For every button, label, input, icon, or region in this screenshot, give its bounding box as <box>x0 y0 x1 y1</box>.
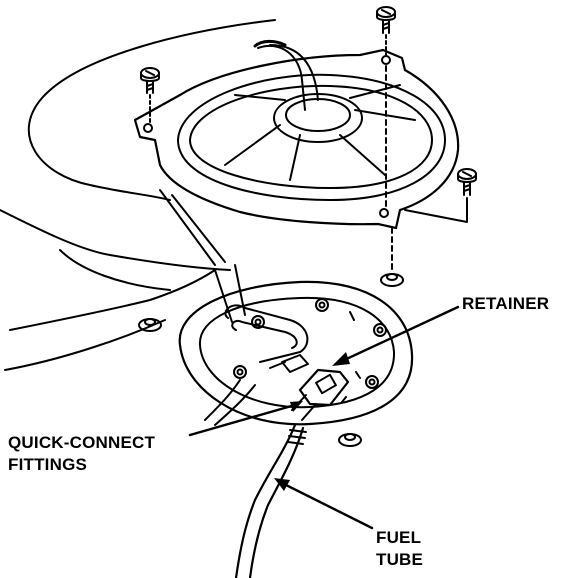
hole-stud-right <box>380 227 404 287</box>
retainer-label-text: RETAINER <box>462 294 550 313</box>
pump-hoses <box>204 264 309 426</box>
screw-right <box>404 168 477 223</box>
leader-arrowheads <box>274 352 350 491</box>
screw-left <box>140 67 160 123</box>
tank-outline <box>0 19 276 371</box>
fuel-tube-label-line1: FUEL <box>376 528 422 547</box>
hole-stud-left <box>138 318 162 332</box>
quick-connect-fittings-label: QUICK-CONNECT FITTINGS <box>8 432 155 476</box>
fuel-tube <box>234 423 307 578</box>
fuel-tube-label: FUEL TUBE <box>376 527 423 571</box>
leader-lines <box>188 305 460 530</box>
fuel-tube-arrowhead <box>274 478 290 491</box>
retainer-arrowhead <box>332 352 350 366</box>
quick-connect-label-line2: FITTINGS <box>8 455 88 474</box>
fittings-arrowhead <box>290 401 303 412</box>
upper-hose <box>253 39 319 111</box>
access-opening <box>178 280 414 426</box>
quick-connect-label-line1: QUICK-CONNECT <box>8 433 156 452</box>
hole-stud-bottom <box>338 433 362 447</box>
cover-plate <box>133 48 460 230</box>
retainer-label: RETAINER <box>462 293 549 315</box>
screw-top-right <box>376 6 396 209</box>
fuel-tube-label-line2: TUBE <box>376 550 424 569</box>
